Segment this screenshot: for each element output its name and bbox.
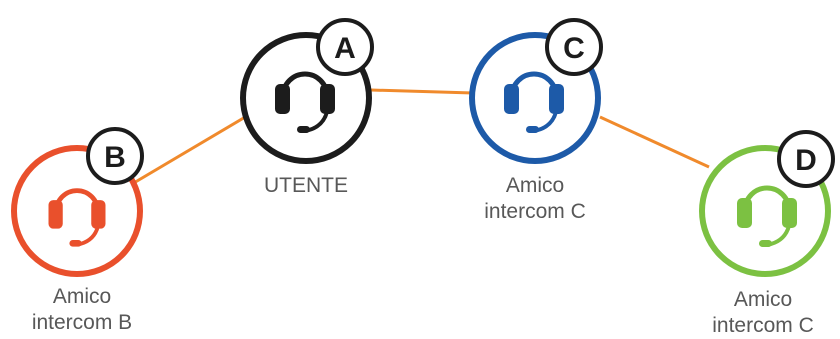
link-a-c [370, 88, 474, 95]
node-b-badge [86, 127, 144, 185]
node-c-badge [545, 18, 603, 76]
node-c-label-line-2: intercom C [484, 200, 586, 223]
node-b-label-line-1: Amico [52, 285, 112, 308]
link-b-a [131, 111, 253, 186]
node-c: C [469, 18, 603, 164]
node-a: A [240, 18, 374, 164]
node-d-badge-letter: D [795, 144, 817, 177]
node-a-badge [316, 18, 374, 76]
node-d-label: Amico intercom C [688, 287, 838, 339]
node-d-badge [777, 130, 835, 188]
node-d: D [699, 130, 835, 277]
node-a-badge-letter: A [334, 32, 356, 65]
node-a-label-line-1: UTENTE [264, 174, 348, 197]
node-d-label-line-1: Amico [733, 288, 793, 311]
node-b-label-line-2: intercom B [31, 311, 133, 334]
node-c-badge-letter: C [563, 32, 585, 65]
node-b: B [11, 127, 144, 277]
node-d-label-line-2: intercom C [712, 314, 814, 337]
node-a-label: UTENTE [246, 173, 366, 199]
node-b-badge-letter: B [104, 141, 126, 174]
node-b-label: Amico intercom B [7, 284, 157, 336]
link-c-d [599, 115, 710, 169]
node-c-label: Amico intercom C [460, 173, 610, 225]
node-c-label-line-1: Amico [505, 174, 565, 197]
